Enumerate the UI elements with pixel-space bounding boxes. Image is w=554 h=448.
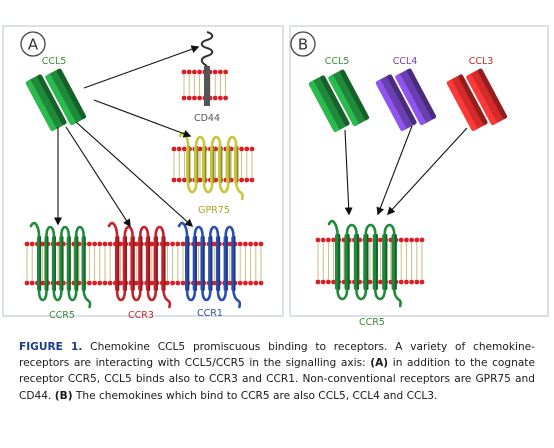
chemokine-ccl5-a [25,68,87,131]
arrow-ccl4-ccr5 [376,125,413,216]
caption-ref-b: (B) [54,389,73,402]
label-ccl4: CCL4 [393,56,418,67]
panel-a-letter: A [28,36,39,54]
label-cd44: CD44 [194,113,220,124]
label-ccl3: CCL3 [469,56,494,67]
arrow-ccl5b-ccr5 [344,129,353,216]
arrow-ccl5-ccr3 [65,126,131,228]
label-gpr75: GPR75 [198,205,230,216]
caption-text-3: The chemokines which bind to CCR5 are al… [72,389,438,402]
membrane-cd44 [181,69,229,101]
panel-a-frame [2,25,284,317]
label-ccr3: CCR3 [128,310,154,321]
label-ccl5-b: CCL5 [325,56,350,67]
receptor-ccr5-b [327,219,402,308]
caption-text-1: Chemokine CCL5 promiscuous binding to re… [19,341,535,370]
membrane-ccr5-b [315,237,425,285]
arrow-ccl5-gpr75 [93,99,192,138]
caption-label: FIGURE 1. [19,341,83,353]
arrow-ccl5-cd44 [83,45,200,89]
receptor-gpr75 [178,131,244,201]
receptor-ccr5-a [29,221,92,309]
receptor-ccr3 [107,221,172,309]
chemokine-ccl3 [446,68,508,131]
label-ccl5-a: CCL5 [42,56,67,67]
label-ccr5-b: CCR5 [359,317,385,328]
cd44-receptor [200,31,214,106]
figure-caption: FIGURE 1. Chemokine CCL5 promiscuous bin… [19,339,535,404]
panel-b-badge: B [290,31,316,57]
arrow-ccl5-ccr1 [75,121,194,228]
arrow-ccl3-ccr5 [386,127,468,216]
chemokine-ccl4 [375,68,437,131]
label-ccr1: CCR1 [197,308,223,319]
panel-b-letter: B [298,36,308,54]
chemokine-ccl5-b [308,69,370,132]
panel-b-frame [289,25,549,317]
caption-text-2: in addition to the cognate receptor CCR5… [19,357,535,402]
panel-a-badge: A [20,31,46,57]
receptor-ccr1 [177,221,242,309]
label-ccr5-a: CCR5 [49,310,75,321]
caption-ref-a: (A) [370,357,389,370]
arrows [54,45,468,228]
